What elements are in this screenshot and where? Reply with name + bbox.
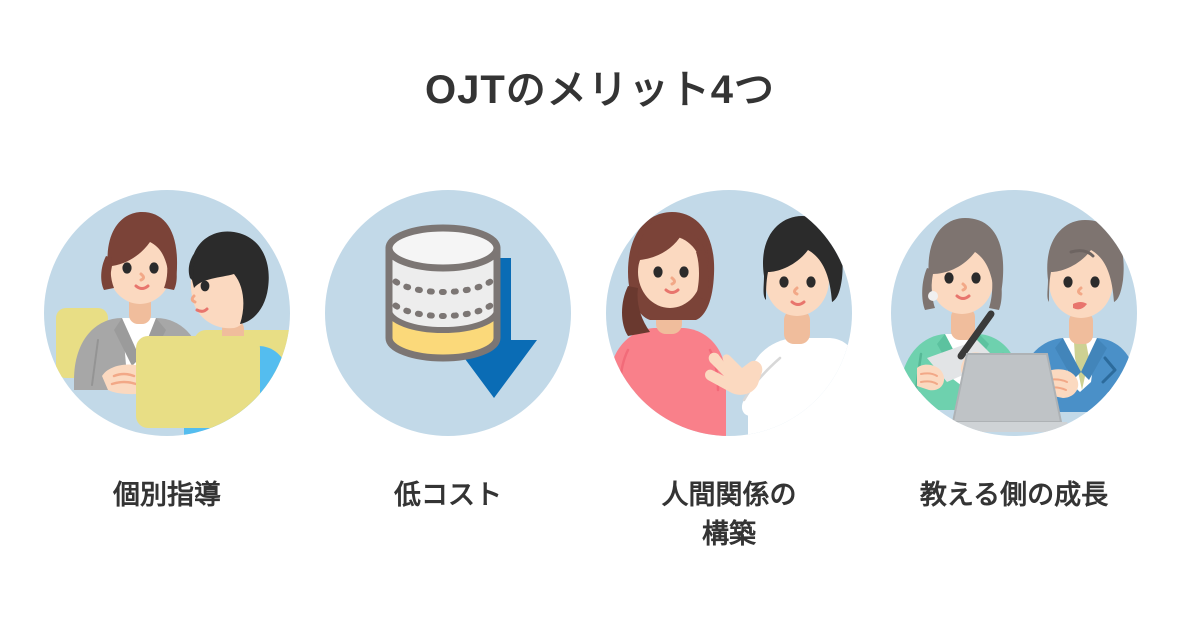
benefit-caption: 低コスト [394, 480, 502, 510]
benefit-card-low-cost: 低コスト [303, 190, 593, 515]
page-title: OJTのメリット4つ [424, 68, 776, 112]
two-people-laptop-icon [891, 190, 1137, 436]
two-people-meeting-icon [44, 190, 290, 436]
benefit-card-individual-guidance: 個別指導 [22, 190, 312, 515]
benefit-card-teacher-growth: 教える側の成長 [869, 190, 1159, 515]
benefit-card-relationship-building: 人間関係の 構築 [584, 190, 874, 554]
benefit-caption: 人間関係の 構築 [661, 480, 797, 550]
cost-down-arrow-icon [325, 190, 571, 436]
benefit-caption: 教える側の成長 [919, 480, 1109, 510]
benefit-card-list: 個別指導 [0, 190, 1200, 554]
two-people-talking-icon [606, 190, 852, 436]
benefit-caption: 個別指導 [113, 480, 221, 510]
